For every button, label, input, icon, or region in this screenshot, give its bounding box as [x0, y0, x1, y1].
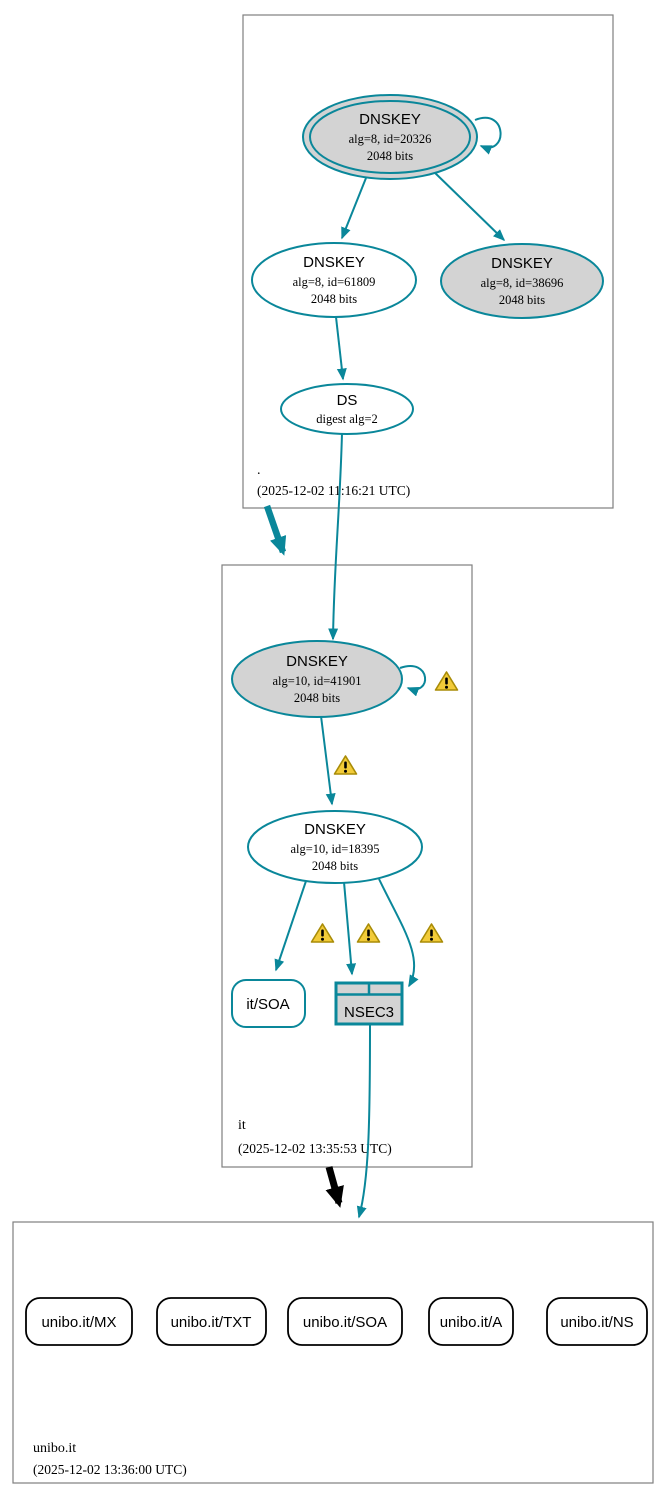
edge-zsk-18395-to-nsec3	[343, 881, 357, 976]
zone-timestamp-root: (2025-12-02 11:16:21 UTC)	[257, 483, 410, 498]
edge-zsk-61809-to-ds	[335, 316, 347, 381]
node-detail-1: alg=10, id=18395	[290, 842, 379, 856]
edge-nsec3-to-unibo-zone	[356, 1024, 371, 1219]
node-dnskey-38696[interactable]: DNSKEY alg=8, id=38696 2048 bits	[440, 243, 604, 319]
node-title: unibo.it/NS	[560, 1314, 633, 1331]
node-detail-2: 2048 bits	[294, 691, 340, 705]
zone-box-it: it (2025-12-02 13:35:53 UTC)	[221, 564, 473, 1168]
node-title: NSEC3	[344, 1004, 394, 1021]
edge-root-ksk-to-zsk-61809	[341, 177, 367, 240]
node-title: DNSKEY	[359, 111, 421, 128]
node-title: DNSKEY	[491, 255, 553, 272]
node-title: unibo.it/MX	[41, 1314, 116, 1331]
node-detail-1: alg=8, id=38696	[481, 276, 564, 290]
node-title: it/SOA	[246, 996, 289, 1013]
node-unibo-it-soa[interactable]: unibo.it/SOA	[287, 1297, 403, 1346]
node-unibo-it-txt[interactable]: unibo.it/TXT	[156, 1297, 267, 1346]
edge-zone-root-to-zone-it-arrow	[263, 504, 287, 556]
zone-border-it	[221, 564, 473, 1168]
node-detail-2: 2048 bits	[367, 149, 413, 163]
node-nsec3[interactable]: NSEC3	[334, 981, 404, 1026]
node-detail-1: digest alg=2	[316, 412, 378, 426]
warning-icon-nsec3-signature-2[interactable]	[419, 923, 444, 943]
node-ds[interactable]: DS digest alg=2	[280, 383, 414, 435]
zone-label-root: .	[257, 463, 261, 478]
node-detail-2: 2048 bits	[499, 293, 545, 307]
warning-icon-ksk-to-zsk[interactable]	[333, 755, 358, 775]
node-detail-1: alg=8, id=61809	[293, 275, 376, 289]
node-title: DNSKEY	[303, 254, 365, 271]
edge-root-ksk-self-sign	[474, 116, 502, 155]
edge-root-ksk-to-dnskey-38696	[430, 168, 506, 242]
node-unibo-it-ns[interactable]: unibo.it/NS	[546, 1297, 648, 1346]
node-detail-2: 2048 bits	[311, 292, 357, 306]
node-dnskey-41901[interactable]: DNSKEY alg=10, id=41901 2048 bits	[231, 640, 403, 718]
node-unibo-it-a[interactable]: unibo.it/A	[428, 1297, 514, 1346]
node-dnskey-20326[interactable]: DNSKEY alg=8, id=20326 2048 bits	[302, 94, 478, 180]
zone-box-root: . (2025-12-02 11:16:21 UTC)	[242, 14, 614, 509]
zone-label-it: it	[238, 1118, 246, 1133]
node-detail-1: alg=8, id=20326	[349, 132, 432, 146]
node-detail-1: alg=10, id=41901	[272, 674, 361, 688]
node-dnskey-61809[interactable]: DNSKEY alg=8, id=61809 2048 bits	[251, 242, 417, 318]
edge-it-ksk-self-sign	[399, 665, 426, 697]
edge-zone-it-to-zone-unibo-arrow	[325, 1166, 344, 1208]
edge-zsk-18395-to-nsec3-alt	[378, 878, 419, 988]
warning-icon-soa-signature[interactable]	[310, 923, 335, 943]
node-dnskey-18395[interactable]: DNSKEY alg=10, id=18395 2048 bits	[247, 810, 423, 884]
node-title: unibo.it/A	[440, 1314, 503, 1331]
zone-label-unibo-it: unibo.it	[33, 1441, 76, 1456]
node-title: DNSKEY	[304, 821, 366, 838]
warning-icon-ksk-self-sign[interactable]	[434, 671, 459, 691]
edge-ds-to-it-ksk-delegation	[328, 432, 343, 641]
node-detail-2: 2048 bits	[312, 859, 358, 873]
edge-it-ksk-to-zsk-18395	[320, 715, 336, 806]
zone-timestamp-unibo-it: (2025-12-02 13:36:00 UTC)	[33, 1462, 187, 1477]
node-title: DNSKEY	[286, 653, 348, 670]
zone-box-unibo-it: unibo.it (2025-12-02 13:36:00 UTC)	[12, 1221, 654, 1484]
node-it-soa[interactable]: it/SOA	[231, 979, 306, 1028]
node-title: unibo.it/TXT	[171, 1314, 252, 1331]
edge-zsk-18395-to-it-soa	[274, 880, 307, 972]
node-title: unibo.it/SOA	[303, 1314, 387, 1331]
zone-border-unibo-it	[12, 1221, 654, 1484]
node-title: DS	[337, 392, 358, 409]
zone-border-root	[242, 14, 614, 509]
zone-timestamp-it: (2025-12-02 13:35:53 UTC)	[238, 1141, 392, 1156]
node-unibo-it-mx[interactable]: unibo.it/MX	[25, 1297, 133, 1346]
warning-icon-nsec3-signature[interactable]	[356, 923, 381, 943]
